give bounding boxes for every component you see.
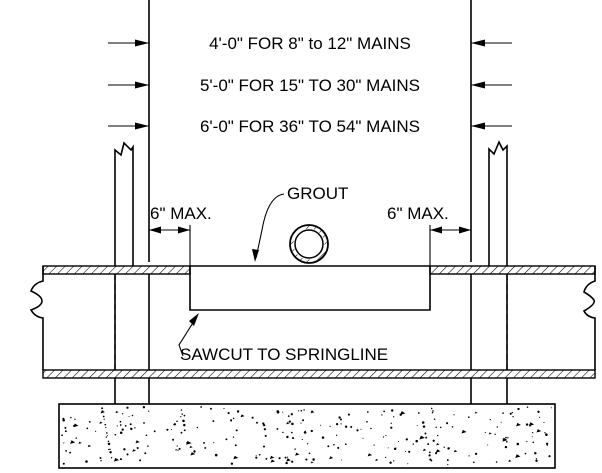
dimension-text-15-30: 5'-0" FOR 15" TO 30" MAINS	[200, 76, 420, 95]
sawcut-leader-arrow	[189, 313, 199, 326]
max-dimension-left	[149, 225, 191, 266]
grout-leader-arrow	[252, 249, 259, 262]
break-line-left	[29, 266, 44, 370]
sawcut-label: SAWCUT TO SPRINGLINE	[180, 345, 388, 364]
max-label-left: 6" MAX.	[150, 204, 212, 223]
grout-label: GROUT	[287, 184, 348, 203]
grout-leader-line	[255, 193, 285, 259]
dimension-text-8-12: 4'-0" FOR 8" to 12" MAINS	[209, 34, 411, 53]
max-label-right: 6" MAX.	[387, 204, 449, 223]
dimension-arrow-row-1	[108, 39, 512, 47]
lower-pavement-band	[42, 369, 596, 379]
dimension-arrow-row-2	[108, 81, 512, 89]
max-dimension-right	[429, 225, 471, 266]
break-line-right	[582, 266, 596, 370]
concrete-footing	[58, 403, 556, 469]
pavement-break-right	[488, 140, 508, 266]
sawcut-leader-line	[178, 317, 197, 357]
upper-pavement-band	[42, 265, 596, 275]
sawcut-box	[189, 266, 431, 311]
pipe-cross-section	[289, 224, 329, 264]
dimension-arrow-row-3	[108, 122, 512, 130]
concrete-stipple	[61, 406, 552, 466]
pavement-break-left	[114, 141, 134, 266]
dimension-text-36-54: 6'-0" FOR 36" TO 54" MAINS	[200, 117, 420, 136]
